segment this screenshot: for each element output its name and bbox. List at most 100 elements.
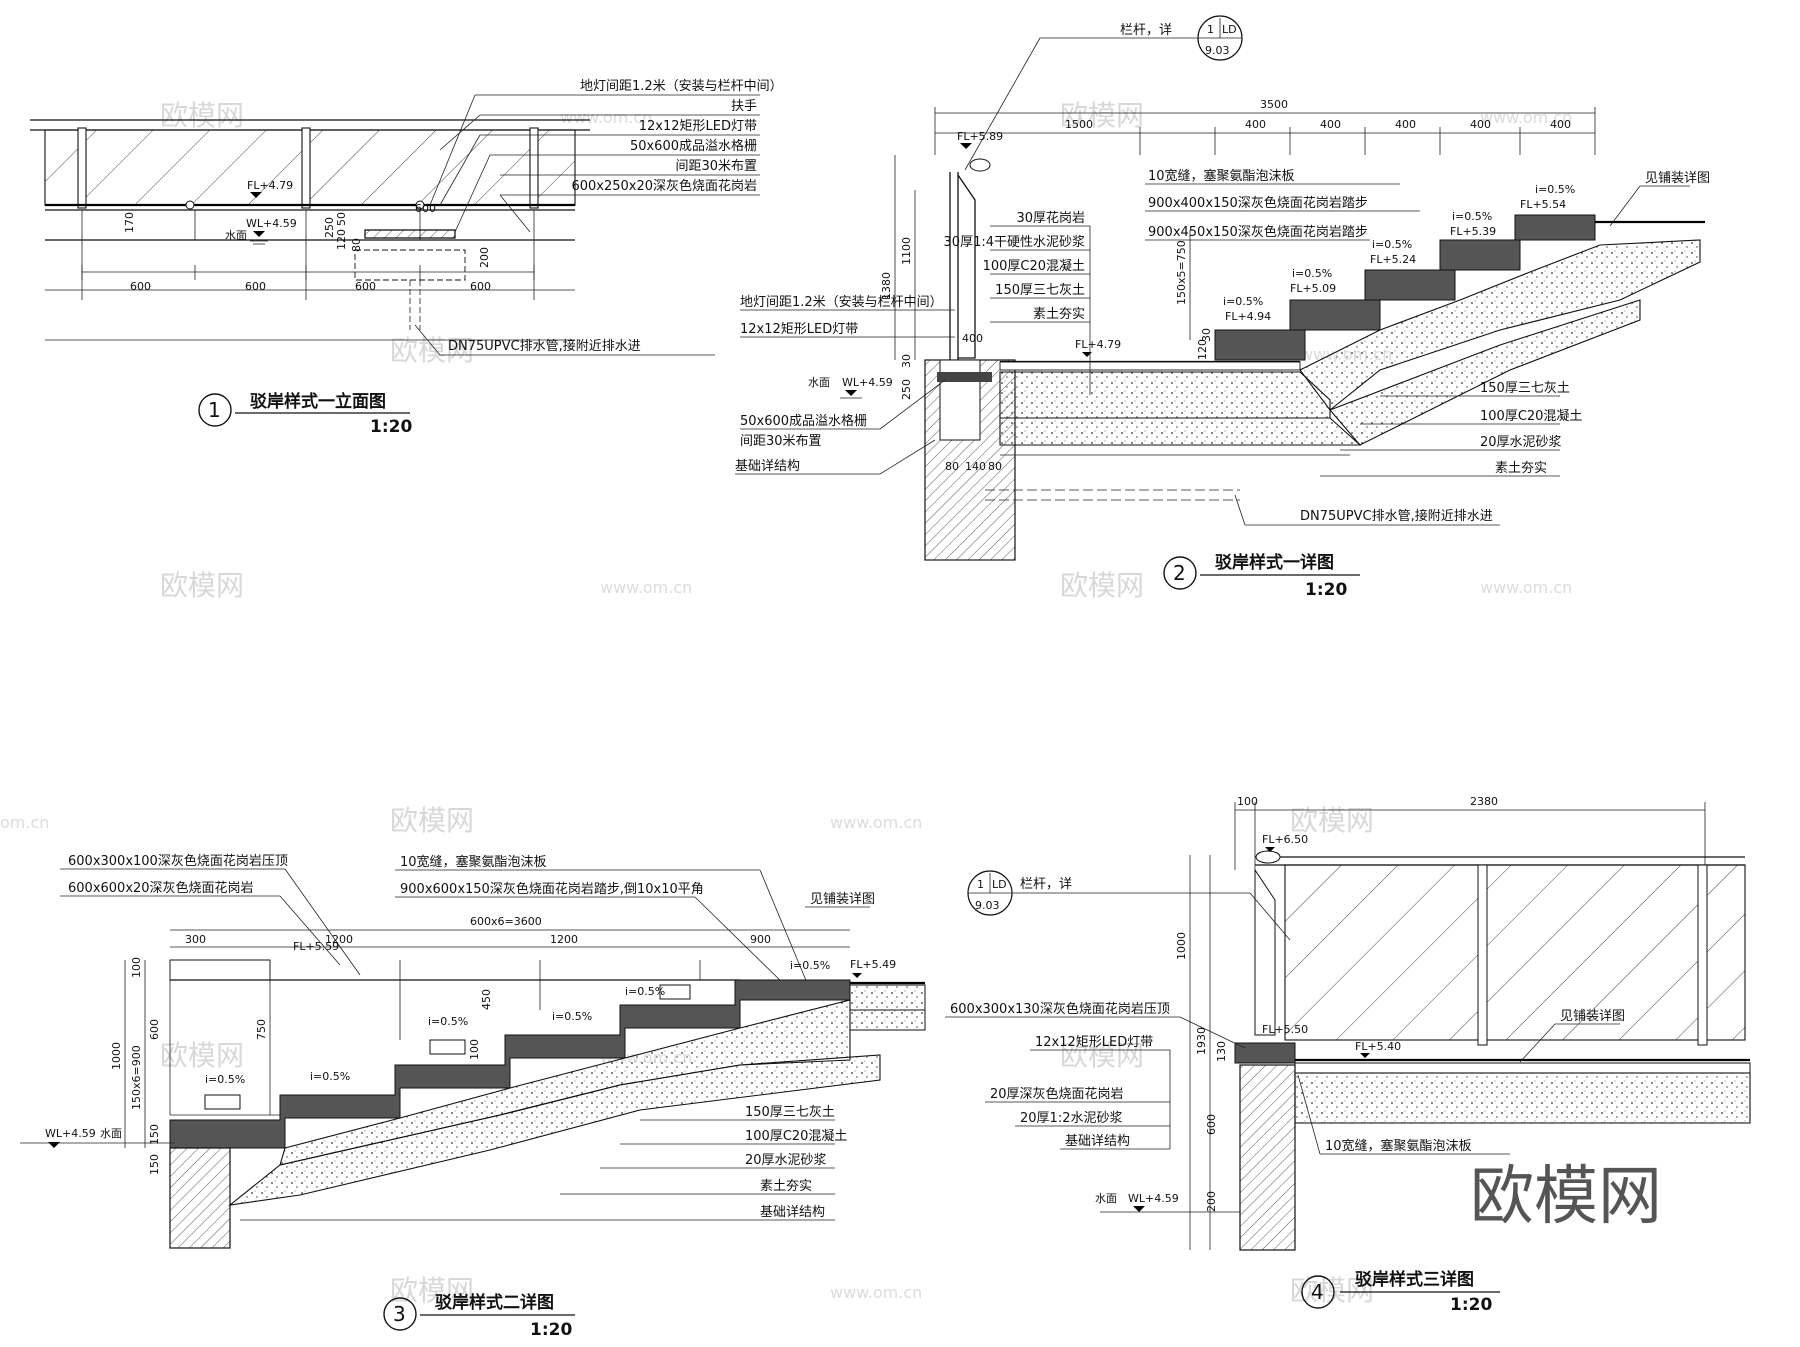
dim-top: 400 <box>1550 118 1571 131</box>
dim-side: 150x6=900 <box>130 1045 143 1110</box>
dim-side: 130 <box>1215 1041 1228 1062</box>
watermark-url: www.om.cn <box>560 108 652 127</box>
callout-left: 20厚1:2水泥砂浆 <box>1020 1111 1122 1126</box>
level: FL+4.94 <box>1225 310 1271 323</box>
wl-level-4: WL+4.59 <box>1128 1192 1179 1205</box>
ref-top: 1 <box>1207 23 1214 36</box>
callout-left: 基础详结构 <box>735 459 800 474</box>
dim-top: 900 <box>750 933 771 946</box>
dim-side: 250 <box>900 379 913 400</box>
slope: i=0.5% <box>1292 267 1332 280</box>
callout-1-2: 12x12矩形LED灯带 <box>639 119 757 134</box>
granite-step <box>1439 239 1521 271</box>
drawing-title: 驳岸样式一立面图 <box>250 391 386 412</box>
ref-code: LD <box>1222 23 1237 36</box>
drawing-title: 驳岸样式一详图 <box>1215 552 1334 573</box>
dim-80: 80 <box>350 238 363 252</box>
dim-top: 1500 <box>1065 118 1093 131</box>
water-label-3: 水面 <box>100 1127 122 1140</box>
watermark-url: www.om.cn <box>830 1283 922 1302</box>
slope: i=0.5% <box>1535 183 1575 196</box>
dim-side: 150 <box>148 1124 161 1145</box>
layer-right: 100厚C20混凝土 <box>745 1128 847 1144</box>
ref-bottom: 9.03 <box>1205 44 1230 57</box>
watermark-text: 欧模网 <box>1060 1039 1144 1072</box>
dim-top: 1200 <box>550 933 578 946</box>
callout-left: 基础详结构 <box>1065 1134 1130 1149</box>
callout-left: 50x600成品溢水格栅 <box>740 413 867 429</box>
slope: i=0.5% <box>428 1015 468 1028</box>
watermark-url-short: om.cn <box>0 813 49 832</box>
dim-base: 140 <box>965 460 986 473</box>
dim-side: 600 <box>1205 1114 1218 1135</box>
rail-ref-label: 栏杆，详 <box>1120 23 1172 38</box>
wl-level-1: WL+4.59 <box>246 217 297 230</box>
ref-code: LD <box>992 878 1007 891</box>
callout-1-4: 间距30米布置 <box>675 159 757 174</box>
watermark-url: www.om.cn <box>1480 578 1572 597</box>
callout-top: 10宽缝，塞聚氨酯泡沫板 <box>400 854 547 870</box>
granite-step <box>1364 269 1456 301</box>
drawing-title: 驳岸样式三详图 <box>1355 1269 1474 1290</box>
drawing-scale: 1:20 <box>530 1320 572 1340</box>
level: WL+4.59 <box>45 1127 96 1140</box>
dim-bottom: 600 <box>470 280 491 293</box>
slope: i=0.5% <box>1372 238 1412 251</box>
dim-side: 450 <box>480 989 493 1010</box>
level: FL+6.50 <box>1262 833 1308 846</box>
callout-left: 600x300x130深灰色烧面花岗岩压顶 <box>950 1001 1170 1017</box>
drawing-number-circle <box>198 393 232 427</box>
dim-250: 250 <box>323 217 336 238</box>
layer-left: 30厚1:4干硬性水泥砂浆 <box>944 235 1085 250</box>
dim-side: 30 <box>1200 328 1213 342</box>
dim-base: 80 <box>945 460 959 473</box>
railing-post <box>529 127 539 209</box>
callout-top: 10宽缝，塞聚氨酯泡沫板 <box>1148 168 1295 184</box>
watermark-text: 欧模网 <box>390 334 474 367</box>
dim-bottom: 600 <box>245 280 266 293</box>
watermark-brand: 欧模网 <box>1470 1160 1662 1234</box>
drawing-4-section: 100 2380 FL+6.50 1 LD 9.03 栏杆，详 FL+5.50 … <box>945 795 1751 1315</box>
layer-right: 150厚三七灰土 <box>1480 381 1570 396</box>
watermark-text: 欧模网 <box>1290 804 1374 837</box>
dim-side: 100 <box>468 1039 481 1060</box>
see-detail-3: 见铺装详图 <box>810 892 875 907</box>
level: FL+5.39 <box>1450 225 1496 238</box>
granite-step <box>1214 329 1306 361</box>
level: FL+5.49 <box>850 958 896 971</box>
foundation-wall <box>1239 1064 1296 1251</box>
callout-left: 12x12矩形LED灯带 <box>1035 1035 1153 1050</box>
dim-bottom: 600 <box>130 280 151 293</box>
ref-top: 1 <box>977 878 984 891</box>
callout-left: 间距30米布置 <box>740 434 822 449</box>
dim-side: 1380 <box>880 272 893 300</box>
dim-200: 200 <box>478 247 491 268</box>
pipe-label-1: DN75UPVC排水管,接附近排水进 <box>448 338 641 354</box>
slope: i=0.5% <box>310 1070 350 1083</box>
step-base-concrete <box>1299 239 1701 411</box>
slope: i=0.5% <box>552 1010 592 1023</box>
dim-side: 600 <box>148 1019 161 1040</box>
dim-top: 1200 <box>325 933 353 946</box>
layer-right: 150厚三七灰土 <box>745 1105 835 1120</box>
dim-side: 1000 <box>110 1042 123 1070</box>
layer-right: 素土夯实 <box>760 1179 812 1194</box>
watermark-text: 欧模网 <box>160 1039 244 1072</box>
watermark-text: 欧模网 <box>390 804 474 837</box>
granite-step <box>1289 299 1381 331</box>
coping-stone <box>1234 1042 1296 1064</box>
water-label-2: 水面 <box>808 376 830 389</box>
layer-left: 150厚三七灰土 <box>995 283 1085 298</box>
ref-bottom: 9.03 <box>975 899 1000 912</box>
granite-step <box>1514 214 1596 241</box>
dim-side: 1100 <box>900 237 913 265</box>
watermark-text: 欧模网 <box>390 1274 474 1307</box>
drawing-number: 1 <box>208 398 221 422</box>
rail-ref-label: 栏杆，详 <box>1020 877 1072 892</box>
joint-label: 10宽缝，塞聚氨酯泡沫板 <box>1325 1138 1472 1154</box>
layer-right: 100厚C20混凝土 <box>1480 408 1582 424</box>
level: FL+5.24 <box>1370 253 1416 266</box>
dim-50: 50 <box>335 212 348 226</box>
layer-right: 基础详结构 <box>760 1205 825 1220</box>
concrete-layer <box>999 371 1331 419</box>
